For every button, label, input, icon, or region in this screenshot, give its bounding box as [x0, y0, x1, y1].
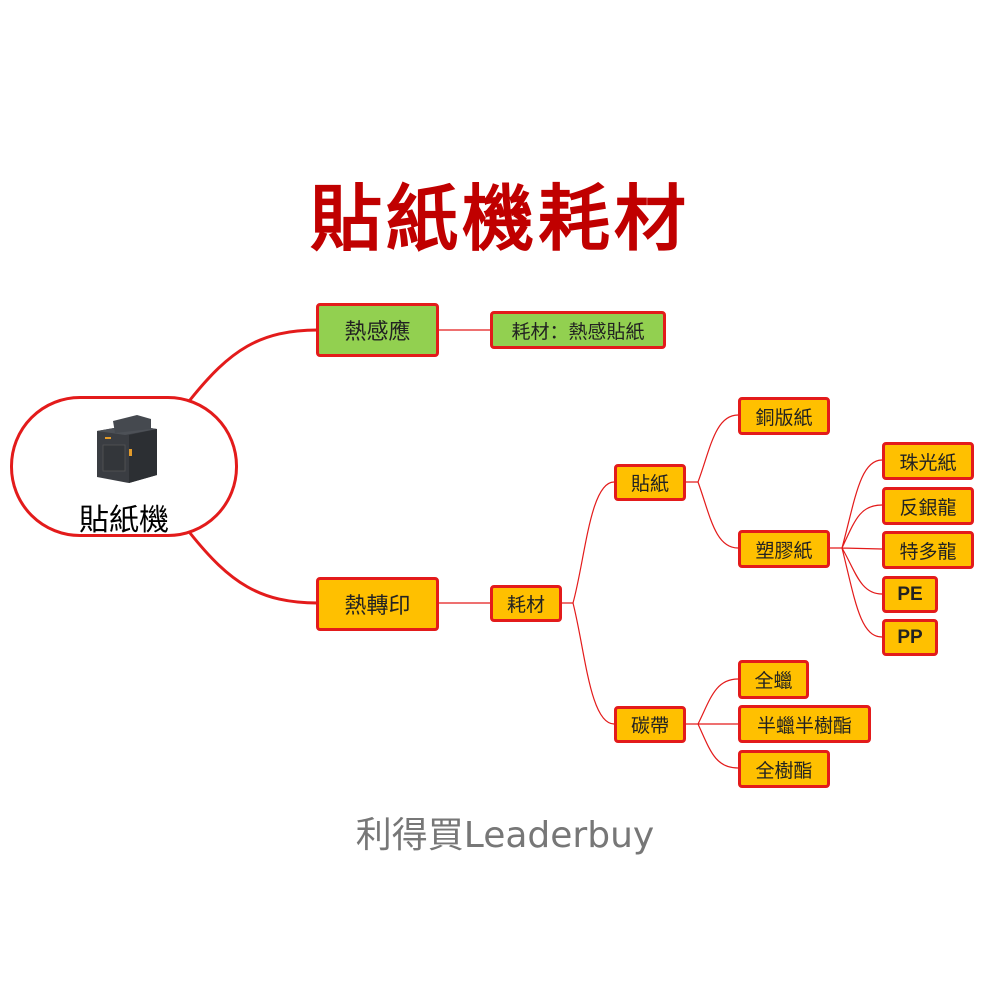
connector-root-thermal — [188, 328, 319, 401]
node-wax[interactable]: 全蠟 — [738, 660, 809, 699]
printer-icon — [97, 415, 157, 483]
node-thermal[interactable]: 熱感應 — [316, 303, 439, 357]
node-resin[interactable]: 全樹酯 — [738, 750, 830, 788]
node-consumable[interactable]: 耗材 — [490, 585, 562, 622]
root-node[interactable]: 貼紙機 — [10, 396, 238, 538]
node-pearl-paper[interactable]: 珠光紙 — [882, 442, 974, 480]
node-plastic-paper[interactable]: 塑膠紙 — [738, 530, 830, 568]
node-coated-paper[interactable]: 銅版紙 — [738, 397, 830, 435]
node-transfer[interactable]: 熱轉印 — [316, 577, 439, 631]
connector-consumable-ribbon — [572, 602, 615, 725]
root-label: 貼紙機 — [79, 503, 169, 538]
node-sticker[interactable]: 貼紙 — [614, 464, 686, 501]
node-wax-resin[interactable]: 半蠟半樹酯 — [738, 705, 871, 743]
page-title: 貼紙機耗材 — [309, 177, 690, 261]
node-pe[interactable]: PE — [882, 576, 938, 613]
node-pp[interactable]: PP — [882, 619, 938, 656]
connector-root-transfer — [188, 532, 319, 605]
node-thermal-consumable[interactable]: 耗材：熱感貼紙 — [490, 311, 666, 349]
connector-plastic-children — [829, 459, 883, 638]
node-pet[interactable]: 特多龍 — [882, 531, 974, 569]
node-ribbon[interactable]: 碳帶 — [614, 706, 686, 743]
connector-sticker-children — [685, 414, 739, 549]
brand-footer: 利得買Leaderbuy — [355, 815, 655, 856]
node-silver-pet[interactable]: 反銀龍 — [882, 487, 974, 525]
connector-ribbon-children — [685, 678, 739, 769]
connector-consumable-sticker — [561, 481, 615, 604]
